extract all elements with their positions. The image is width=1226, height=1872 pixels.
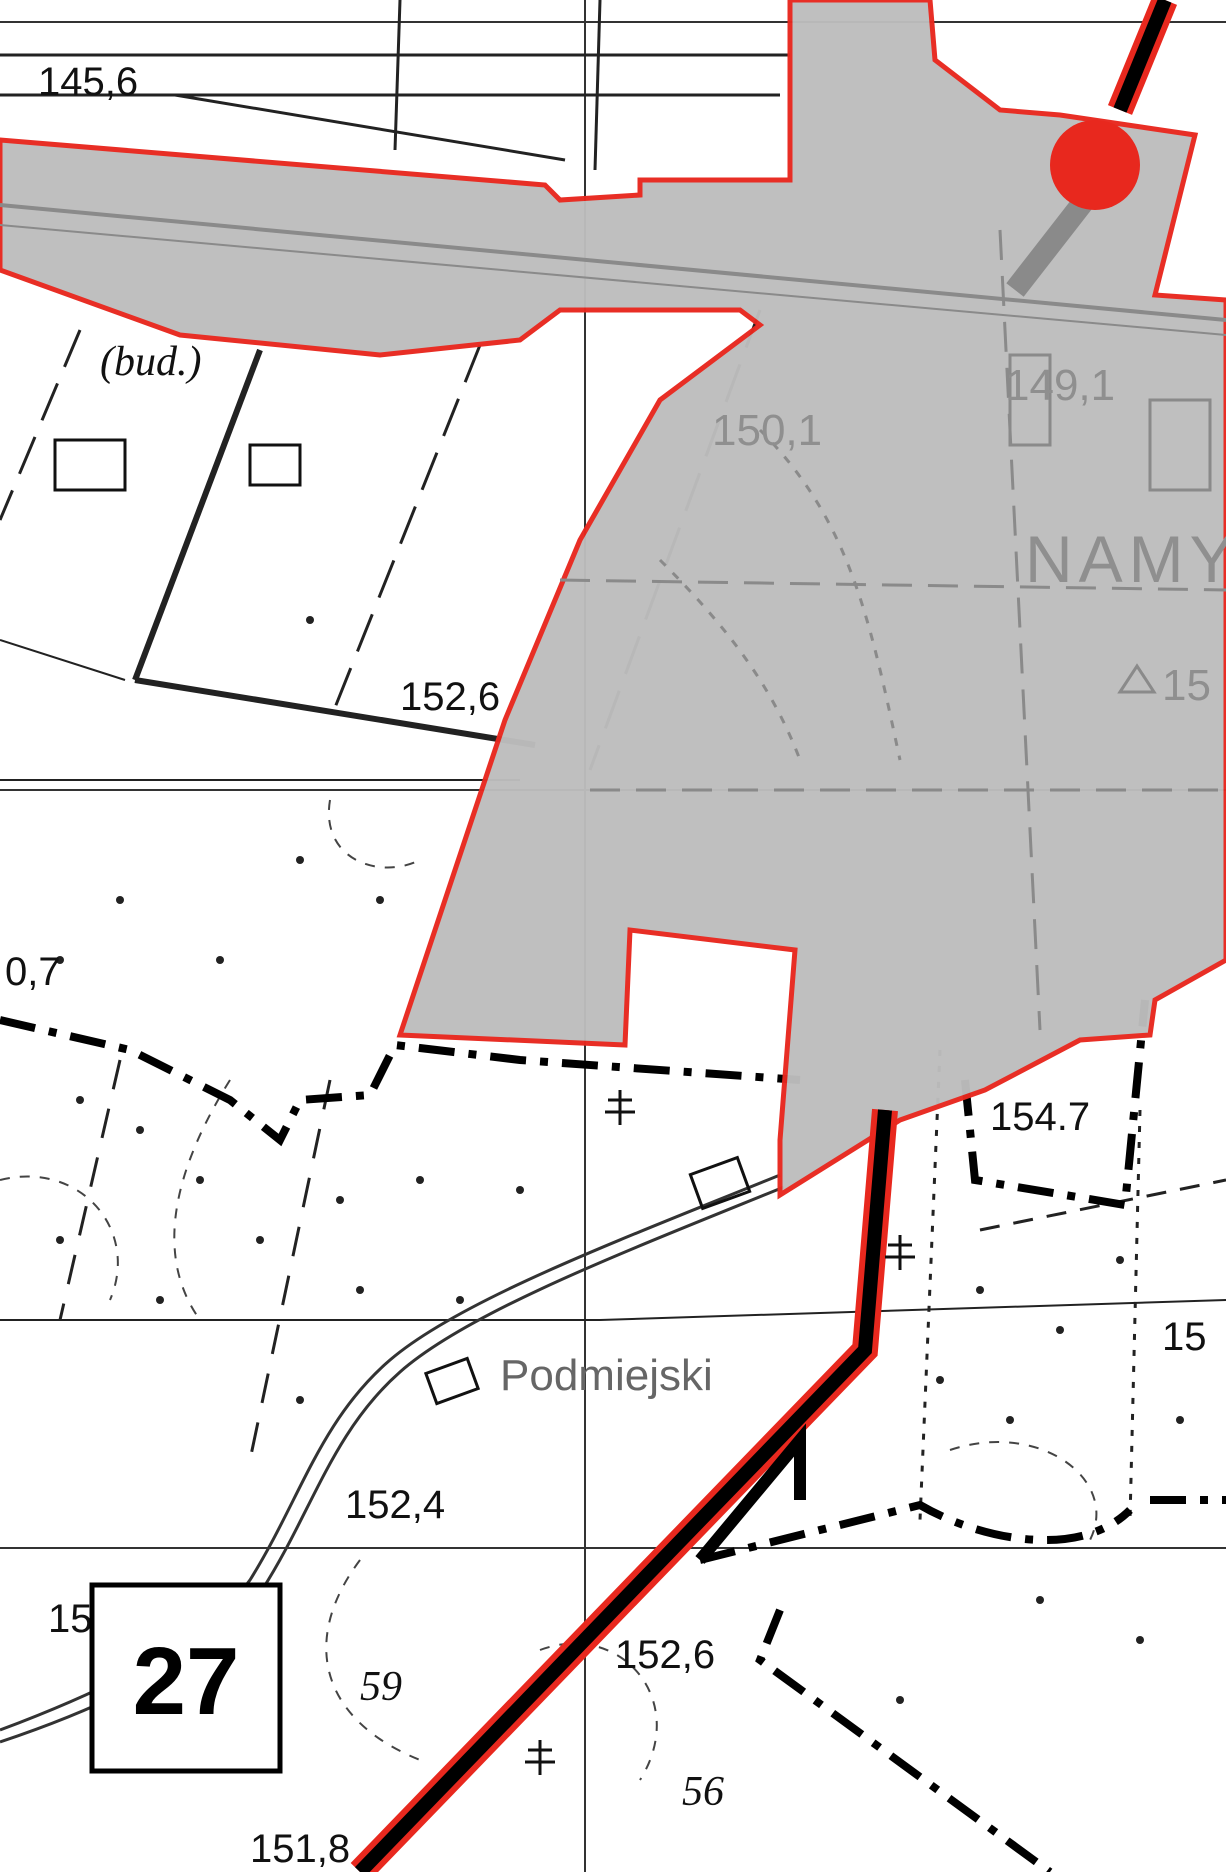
elevation-149-1: 149,1 [1005, 361, 1115, 410]
elevation-145-6: 145,6 [38, 60, 138, 104]
designated-zone [0, 0, 1226, 1200]
terrain-symbols [56, 616, 1184, 1704]
zone-features [0, 203, 1226, 1031]
elevation-15-right2: 15 [1162, 1315, 1207, 1359]
conifer-tree-icons [525, 1090, 915, 1775]
label-59: 59 [360, 1664, 402, 1710]
elevation-154-7: 154.7 [990, 1095, 1090, 1139]
label-bud: (bud.) [100, 339, 201, 385]
elevation-151-8: 151,8 [250, 1827, 350, 1871]
building-symbol-icons [53, 438, 752, 1406]
label-56: 56 [682, 1769, 724, 1815]
main-road [350, 0, 1178, 1872]
elevation-150-1: 150,1 [712, 406, 822, 455]
contour-lines [0, 799, 1098, 1781]
place-name-podmiejski: Podmiejski [500, 1351, 713, 1400]
elevation-152-6-bottom: 152,6 [615, 1633, 715, 1677]
elevation-15-left: 15 [48, 1597, 93, 1641]
place-name-namy: NAMY [1025, 522, 1226, 596]
triangle-point-icon [1117, 663, 1157, 694]
elevation-0-7: 0,7 [5, 950, 61, 994]
admin-boundary [0, 999, 1226, 1872]
road-spur [695, 1423, 806, 1564]
red-marker-icon [1050, 120, 1140, 210]
elevation-15-right: 15 [1162, 661, 1211, 710]
elevation-152-6-top: 152,6 [400, 675, 500, 719]
elevation-152-4: 152,4 [345, 1483, 445, 1527]
area-number-box [89, 1582, 283, 1774]
area-number: 27 [133, 1628, 240, 1735]
